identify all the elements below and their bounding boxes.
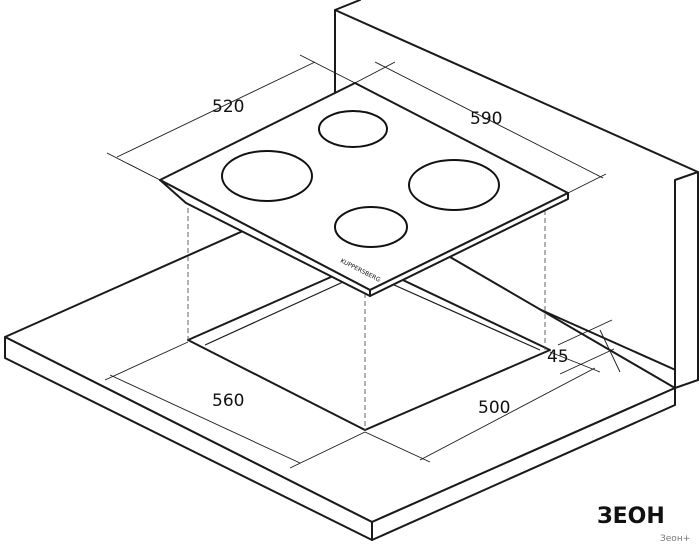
dimension-wall-gap: 45 xyxy=(547,319,621,375)
burner-right xyxy=(408,159,500,211)
dimension-hob-width: 590 xyxy=(354,61,607,194)
dimension-label-500: 500 xyxy=(478,398,510,418)
dimension-label-520: 520 xyxy=(212,97,244,117)
watermark-small-text: Зеон+ xyxy=(660,534,690,544)
watermark: ЗЕОН Зеон+ xyxy=(597,504,690,544)
dimension-label-560: 560 xyxy=(212,391,244,411)
dimension-hob-depth: 520 xyxy=(106,54,356,181)
dimension-label-590: 590 xyxy=(470,109,502,129)
dimension-cutout-depth: 500 xyxy=(364,351,601,463)
dimension-cutout-width: 560 xyxy=(104,341,366,469)
burner-front xyxy=(334,206,408,248)
burner-left xyxy=(221,150,313,202)
hob-panel: KUPPERSBERG xyxy=(159,82,569,297)
dimension-label-45: 45 xyxy=(547,347,569,367)
burner-back-left xyxy=(318,110,388,148)
projection-lines xyxy=(187,200,546,430)
watermark-logo: ЗЕОН xyxy=(597,504,665,529)
